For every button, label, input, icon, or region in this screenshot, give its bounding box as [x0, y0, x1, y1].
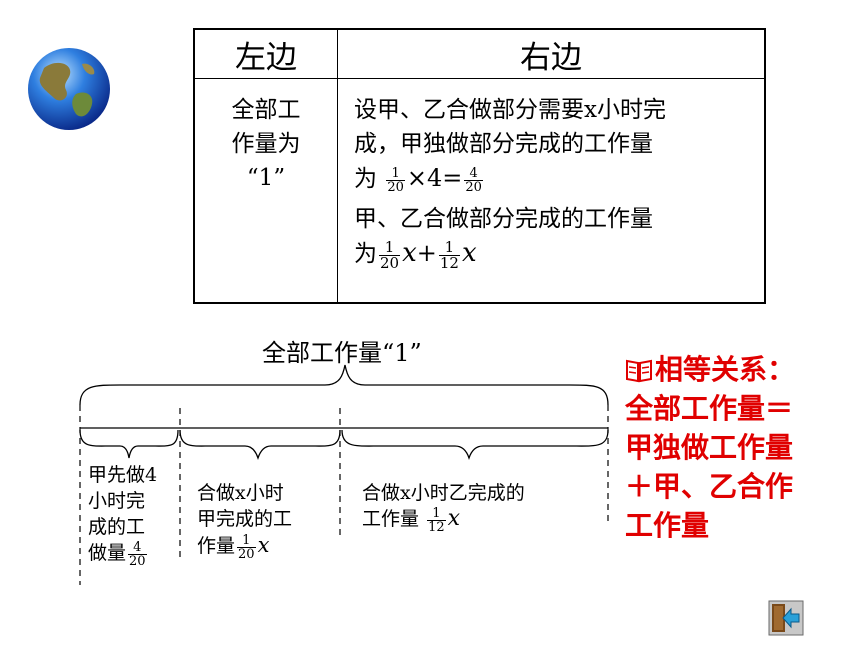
total-work-label: 全部工作量“1”: [262, 339, 422, 367]
right-line-2: 成，甲独做部分完成的工作量: [354, 131, 653, 157]
left-line: “1”: [246, 165, 286, 191]
line5-prefix: 为: [354, 241, 377, 267]
plus-sign: +: [416, 239, 437, 267]
comparison-table: 左边 右边 全部工 作量为 “1” 设甲、乙合做部分需要x小时完 成，甲独做部分…: [193, 28, 766, 304]
segment-brace-2: [179, 429, 341, 461]
left-line: 全部工: [231, 97, 301, 123]
line3-prefix: 为: [354, 166, 377, 192]
left-line: 作量为: [231, 131, 301, 157]
book-icon: [626, 359, 652, 383]
right-line-1: 设甲、乙合做部分需要x小时完: [354, 97, 666, 123]
total-brace: [79, 364, 609, 406]
number-four: 4: [426, 164, 443, 192]
equals-sign: =: [442, 164, 463, 192]
right-line-4: 甲、乙合做部分完成的工作量: [354, 206, 653, 232]
variable-x: x: [461, 238, 477, 268]
globe-icon: [28, 48, 110, 130]
variable-x: x: [402, 238, 417, 268]
header-right: 右边: [337, 28, 766, 79]
header-left: 左边: [193, 28, 338, 79]
equivalence-relation: 相等关系： 全部工作量＝ 甲独做工作量 ＋甲、乙合作 工作量: [625, 353, 796, 542]
segment-brace-1: [79, 429, 179, 459]
segment-brace-3: [341, 429, 609, 461]
exit-button[interactable]: [768, 600, 804, 636]
times-sign: ×: [406, 164, 427, 192]
